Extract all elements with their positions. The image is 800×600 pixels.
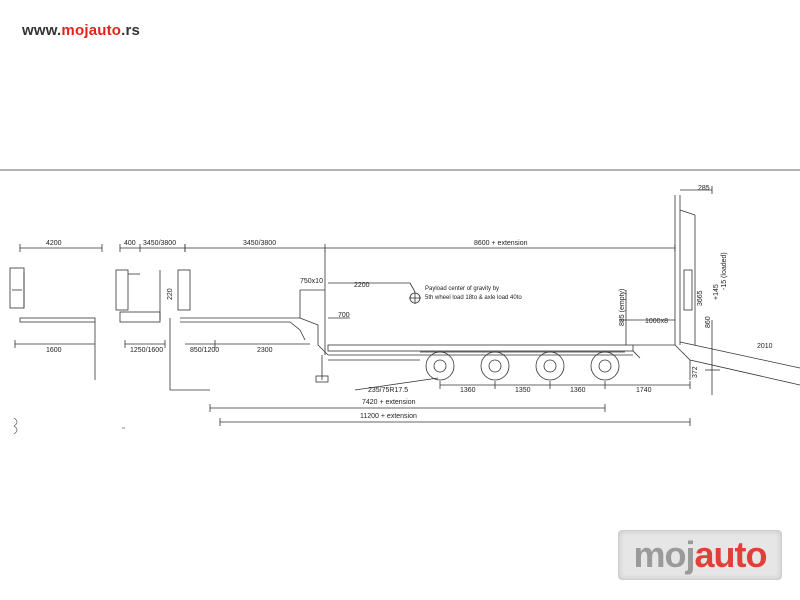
dim-axle-1: 1360: [460, 387, 476, 394]
watermark-part-1: moj: [633, 534, 695, 575]
dim-kink: 700: [338, 312, 350, 319]
rear-view: [115, 244, 191, 348]
dim-mid-top-b: 3450/3800: [143, 240, 176, 247]
dim-axle-3: 1360: [570, 387, 586, 394]
dim-ramp-3665: 3665: [697, 290, 704, 306]
cog-note-line1: Payload center of gravity by: [425, 286, 499, 292]
site-url-suffix: .rs: [121, 22, 141, 39]
side-view: [169, 186, 800, 426]
dim-axle-2: 1350: [515, 387, 531, 394]
dim-rear-overhang: 1740: [636, 387, 652, 394]
dim-mid-top-a: 400: [124, 240, 136, 247]
dim-mid-bottom: 1250/1600: [130, 347, 163, 354]
drawing-corner-mark: [13, 417, 125, 435]
site-url[interactable]: www.mojauto.rs: [22, 22, 140, 39]
dim-ramp-top: 285: [698, 185, 710, 192]
wheels: [420, 351, 625, 381]
dim-ramp-860: 860: [705, 316, 712, 328]
dim-height-empty: 885 (empty): [619, 289, 626, 326]
dim-gooseneck-top: 3450/3800: [243, 240, 276, 247]
watermark-part-2: auto: [694, 534, 768, 575]
dim-plate: 1000x8: [645, 318, 668, 325]
cog-note-line2: 5th wheel load 18to & axle load 40to: [425, 295, 522, 301]
site-url-prefix: www.: [22, 22, 62, 39]
dim-length-7420: 7420 + extension: [362, 399, 416, 406]
dim-ramp-loaded: -15 (loaded): [721, 252, 728, 290]
dim-deck-top: 8600 + extension: [474, 240, 528, 247]
front-view: [9, 244, 103, 380]
dim-neck-length: 2300: [257, 347, 273, 354]
dim-tyres: 235/75R17.5: [368, 387, 408, 394]
dim-front-bottom: 1600: [46, 347, 62, 354]
dim-ramp-loaded-2: +145: [713, 284, 720, 300]
dim-length-11200: 11200 + extension: [360, 413, 417, 420]
site-url-brand: mojauto: [61, 22, 122, 39]
dim-neck-step: 750x10: [300, 278, 323, 285]
dim-front-width: 4200: [46, 240, 62, 247]
dim-cg-distance: 2200: [354, 282, 370, 289]
dim-side-height: 220: [167, 288, 174, 300]
dim-neck-bottom: 850/1200: [190, 347, 219, 354]
dim-ramp-length: 2010: [757, 343, 773, 350]
dim-ramp-372: 372: [692, 366, 699, 378]
